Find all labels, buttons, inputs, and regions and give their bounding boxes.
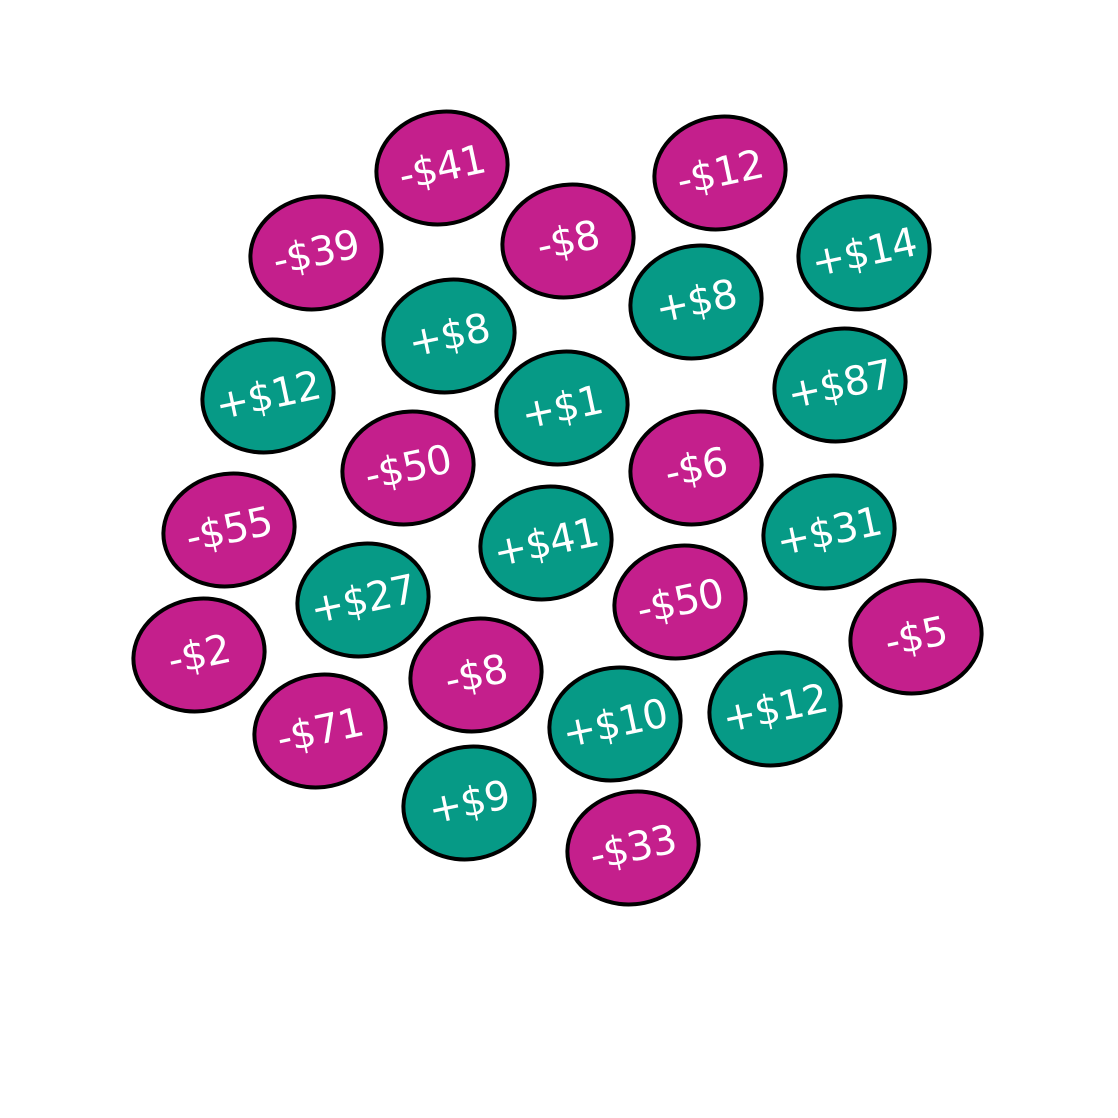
positive-amount-chip: +$87 [761, 314, 919, 456]
chip-amount-label: +$10 [558, 690, 672, 758]
negative-amount-chip: -$55 [150, 459, 308, 601]
chip-amount-label: +$8 [404, 305, 494, 367]
chip-amount-label: +$9 [424, 772, 514, 834]
chip-amount-label: +$12 [211, 362, 325, 430]
chip-amount-label: +$12 [718, 675, 832, 743]
chip-amount-label: -$55 [181, 498, 277, 562]
negative-amount-chip: -$50 [601, 531, 759, 673]
chip-amount-label: -$33 [585, 816, 681, 880]
negative-amount-chip: -$39 [237, 182, 395, 324]
chip-amount-label: +$31 [772, 498, 886, 566]
chip-amount-label: -$41 [394, 136, 490, 200]
chip-amount-label: -$6 [660, 439, 732, 497]
chip-amount-label: -$8 [532, 212, 604, 270]
negative-amount-chip: -$2 [120, 584, 278, 726]
chip-amount-label: +$14 [807, 219, 921, 287]
negative-amount-chip: -$41 [363, 97, 521, 239]
positive-amount-chip: +$14 [785, 182, 943, 324]
positive-amount-chip: +$8 [617, 231, 775, 373]
positive-amount-chip: +$31 [750, 461, 908, 603]
negative-amount-chip: -$33 [554, 777, 712, 919]
chip-amount-label: -$2 [163, 626, 235, 684]
positive-amount-chip: +$41 [467, 472, 625, 614]
chip-amount-label: -$50 [360, 436, 456, 500]
chip-amount-label: -$50 [632, 570, 728, 634]
chip-amount-label: +$27 [306, 566, 420, 634]
positive-amount-chip: +$12 [696, 638, 854, 780]
chip-amount-label: -$12 [672, 141, 768, 205]
chip-amount-label: +$87 [783, 351, 897, 419]
negative-amount-chip: -$50 [329, 397, 487, 539]
negative-amount-chip: -$8 [489, 170, 647, 312]
chip-amount-label: +$1 [517, 377, 607, 439]
negative-amount-chip: -$5 [837, 566, 995, 708]
chip-amount-label: -$5 [880, 608, 952, 666]
negative-amount-chip: -$6 [617, 397, 775, 539]
negative-amount-chip: -$12 [641, 102, 799, 244]
positive-amount-chip: +$12 [189, 325, 347, 467]
negative-amount-chip: -$71 [241, 660, 399, 802]
positive-amount-chip: +$9 [390, 732, 548, 874]
chip-amount-label: -$71 [272, 699, 368, 763]
chip-amount-label: +$41 [489, 509, 603, 577]
chip-amount-label: -$39 [268, 221, 364, 285]
chip-amount-label: +$8 [651, 271, 741, 333]
positive-amount-chip: +$10 [536, 653, 694, 795]
chip-amount-label: -$8 [440, 646, 512, 704]
